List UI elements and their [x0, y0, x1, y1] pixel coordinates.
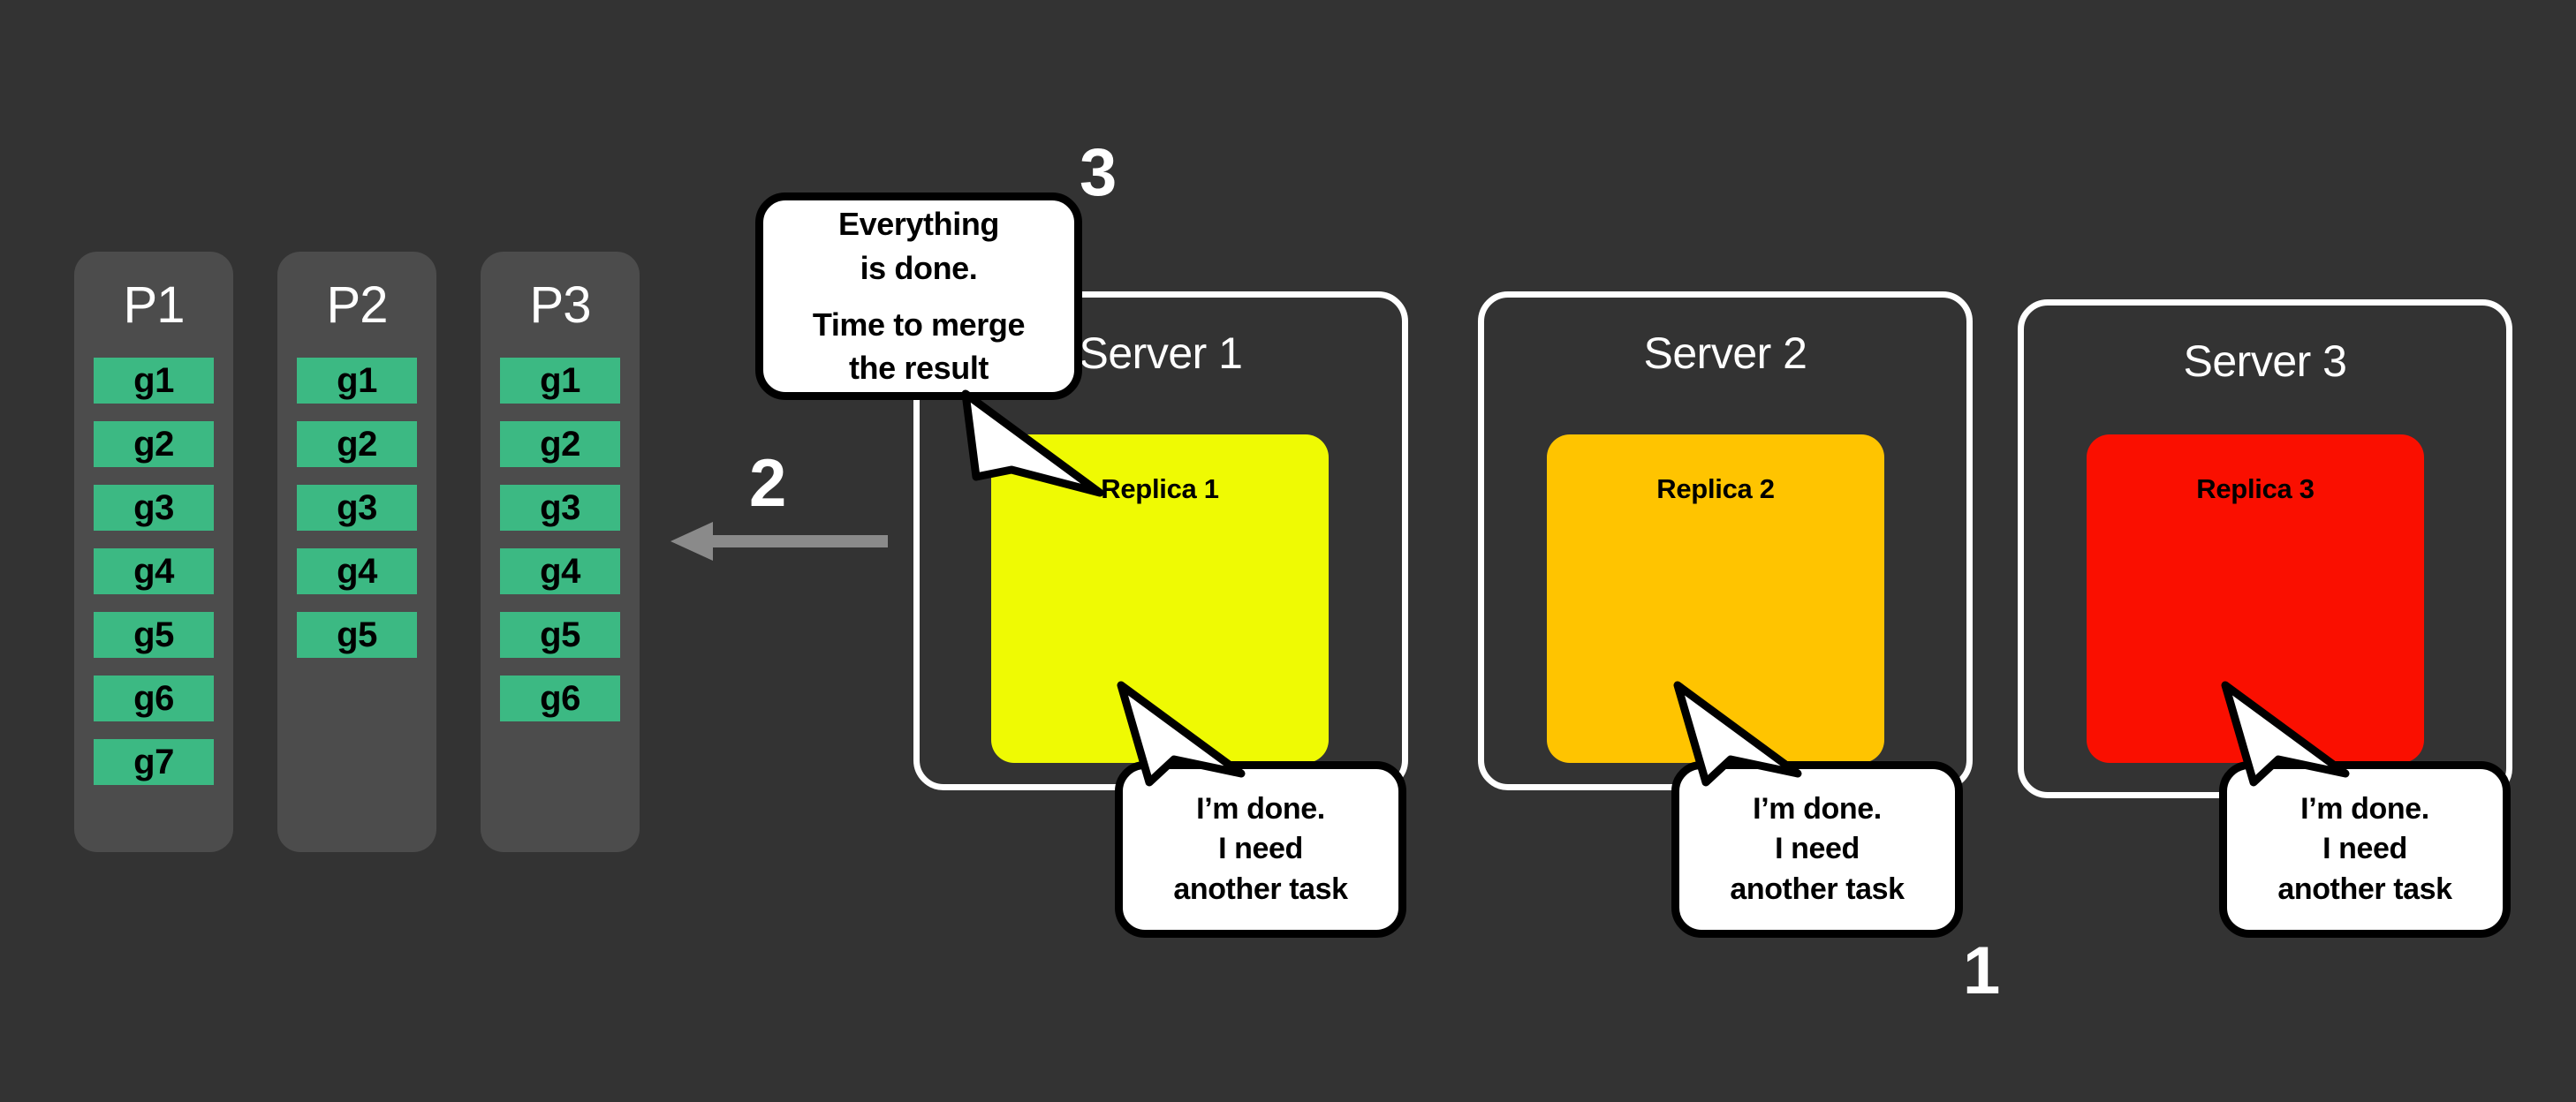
task-tile: g4	[94, 548, 214, 594]
partition-p2-tiles: g1 g2 g3 g4 g5	[297, 358, 417, 676]
replica-1: Replica 1	[991, 434, 1329, 763]
partition-p2-label: P2	[326, 276, 389, 334]
task-tile: g1	[94, 358, 214, 404]
done-bubble-2-line-2: I need	[1775, 832, 1860, 866]
task-tile: g3	[297, 485, 417, 531]
merge-bubble-line-3: Time to merge	[812, 306, 1026, 343]
task-tile: g3	[500, 485, 620, 531]
task-tile: g4	[500, 548, 620, 594]
task-tile: g3	[94, 485, 214, 531]
partition-p3: P3 g1 g2 g3 g4 g5 g6	[481, 252, 640, 852]
done-bubble-2-line-3: another task	[1730, 872, 1905, 906]
task-tile: g1	[500, 358, 620, 404]
step-number-1: 1	[1963, 933, 2000, 1008]
task-tile: g5	[500, 612, 620, 658]
task-tile: g2	[94, 421, 214, 467]
replica-2: Replica 2	[1547, 434, 1884, 763]
done-bubble-3-line-2: I need	[2322, 832, 2407, 866]
step-number-3: 3	[1080, 135, 1117, 210]
server-1-label: Server 1	[1079, 328, 1243, 378]
task-tile: g6	[500, 676, 620, 721]
replica-3: Replica 3	[2087, 434, 2424, 763]
done-bubble-1-line-1: I’m done.	[1196, 792, 1325, 826]
done-bubble-3-line-3: another task	[2277, 872, 2452, 906]
step-number-2: 2	[749, 446, 786, 521]
task-tile: g1	[297, 358, 417, 404]
merge-arrow	[667, 517, 888, 566]
task-tile: g2	[500, 421, 620, 467]
partition-p1-tiles: g1 g2 g3 g4 g5 g6 g7	[94, 358, 214, 803]
task-tile: g4	[297, 548, 417, 594]
task-tile: g5	[297, 612, 417, 658]
task-tile: g7	[94, 739, 214, 785]
server-2-label: Server 2	[1643, 328, 1807, 378]
task-tile: g5	[94, 612, 214, 658]
done-bubble-1-line-3: another task	[1173, 872, 1348, 906]
merge-speech-bubble: Everything is done. Time to merge the re…	[755, 192, 1082, 400]
merge-bubble-line-1: Everything	[837, 206, 1000, 243]
merge-bubble-line-4: the result	[848, 350, 989, 387]
done-speech-bubble-1: I’m done. I need another task	[1115, 761, 1406, 938]
partition-p2: P2 g1 g2 g3 g4 g5	[277, 252, 436, 852]
task-tile: g2	[297, 421, 417, 467]
done-speech-bubble-2: I’m done. I need another task	[1671, 761, 1963, 938]
partition-p1-label: P1	[123, 276, 186, 334]
task-tile: g6	[94, 676, 214, 721]
server-3-label: Server 3	[2183, 336, 2347, 386]
replica-1-label: Replica 1	[1101, 473, 1219, 504]
partition-p1: P1 g1 g2 g3 g4 g5 g6 g7	[74, 252, 233, 852]
replica-3-label: Replica 3	[2196, 473, 2315, 504]
left-arrow-icon	[671, 522, 888, 561]
done-bubble-1-line-2: I need	[1218, 832, 1303, 866]
replica-2-label: Replica 2	[1656, 473, 1775, 504]
partition-p3-label: P3	[529, 276, 592, 334]
partition-p3-tiles: g1 g2 g3 g4 g5 g6	[500, 358, 620, 739]
done-bubble-3-line-1: I’m done.	[2300, 792, 2429, 826]
done-bubble-2-line-1: I’m done.	[1753, 792, 1882, 826]
done-speech-bubble-3: I’m done. I need another task	[2219, 761, 2511, 938]
merge-bubble-line-2: is done.	[860, 249, 978, 286]
